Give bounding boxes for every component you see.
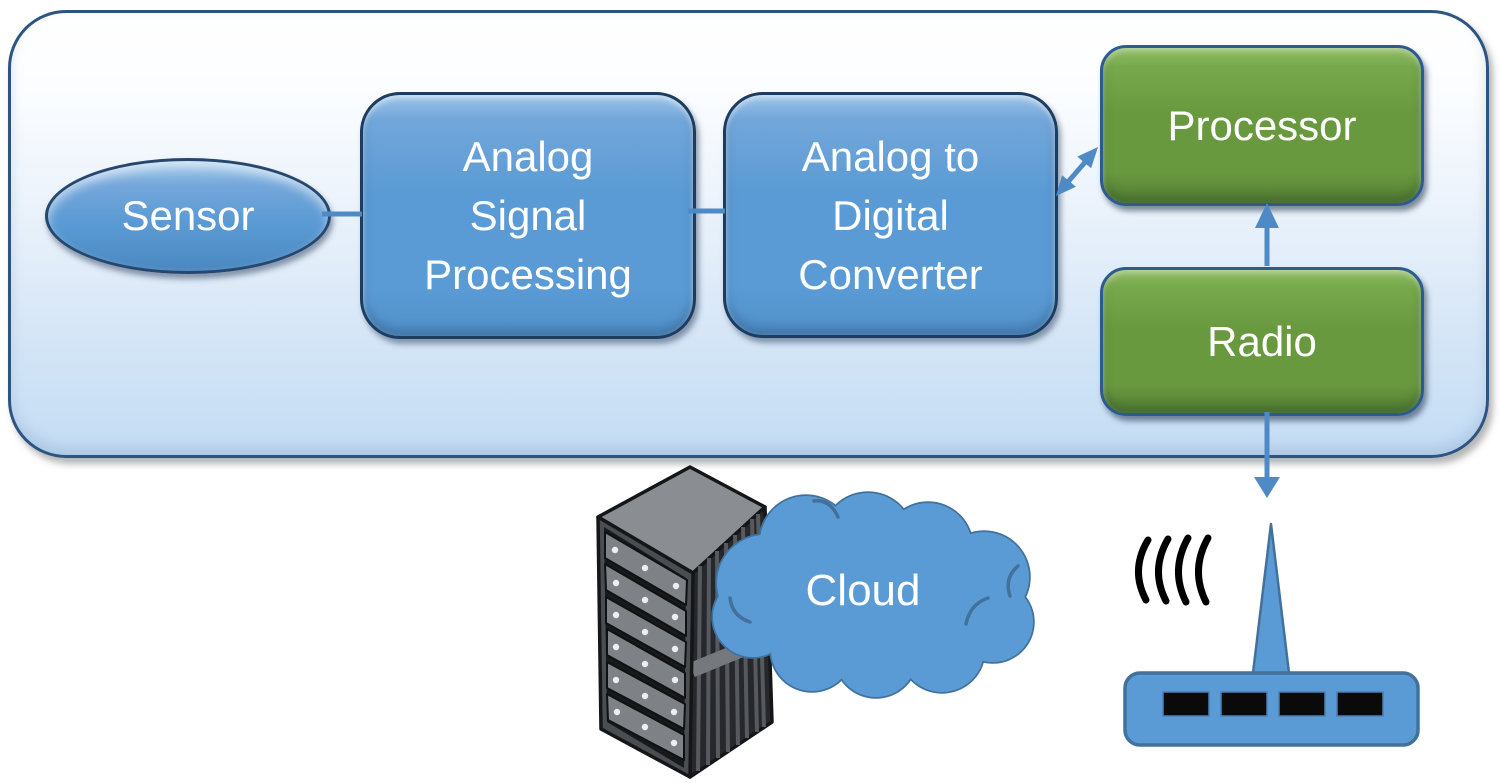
label-line: Digital [832,191,949,239]
label-line: Analog to [801,132,980,180]
processor-label: Processor [1167,101,1357,149]
sensor-node: Sensor [45,158,331,274]
router-antenna-icon [1123,522,1420,747]
label-line: Signal [469,192,587,239]
label-line: Analog [462,133,594,180]
sensor-label: Sensor [121,192,255,239]
analog-signal-processing-node: Analog Signal Processing [360,92,696,339]
cloud-label: Cloud [805,566,921,615]
radio-label: Radio [1207,317,1317,365]
label-line: Converter [798,250,983,298]
analog-to-digital-converter-node: Analog to Digital Converter [723,92,1058,338]
server-rack-icon [596,465,774,779]
label-line: Processing [424,251,632,298]
radio-waves-icon [1134,534,1212,606]
processor-node: Processor [1100,45,1424,206]
radio-node: Radio [1100,267,1424,416]
